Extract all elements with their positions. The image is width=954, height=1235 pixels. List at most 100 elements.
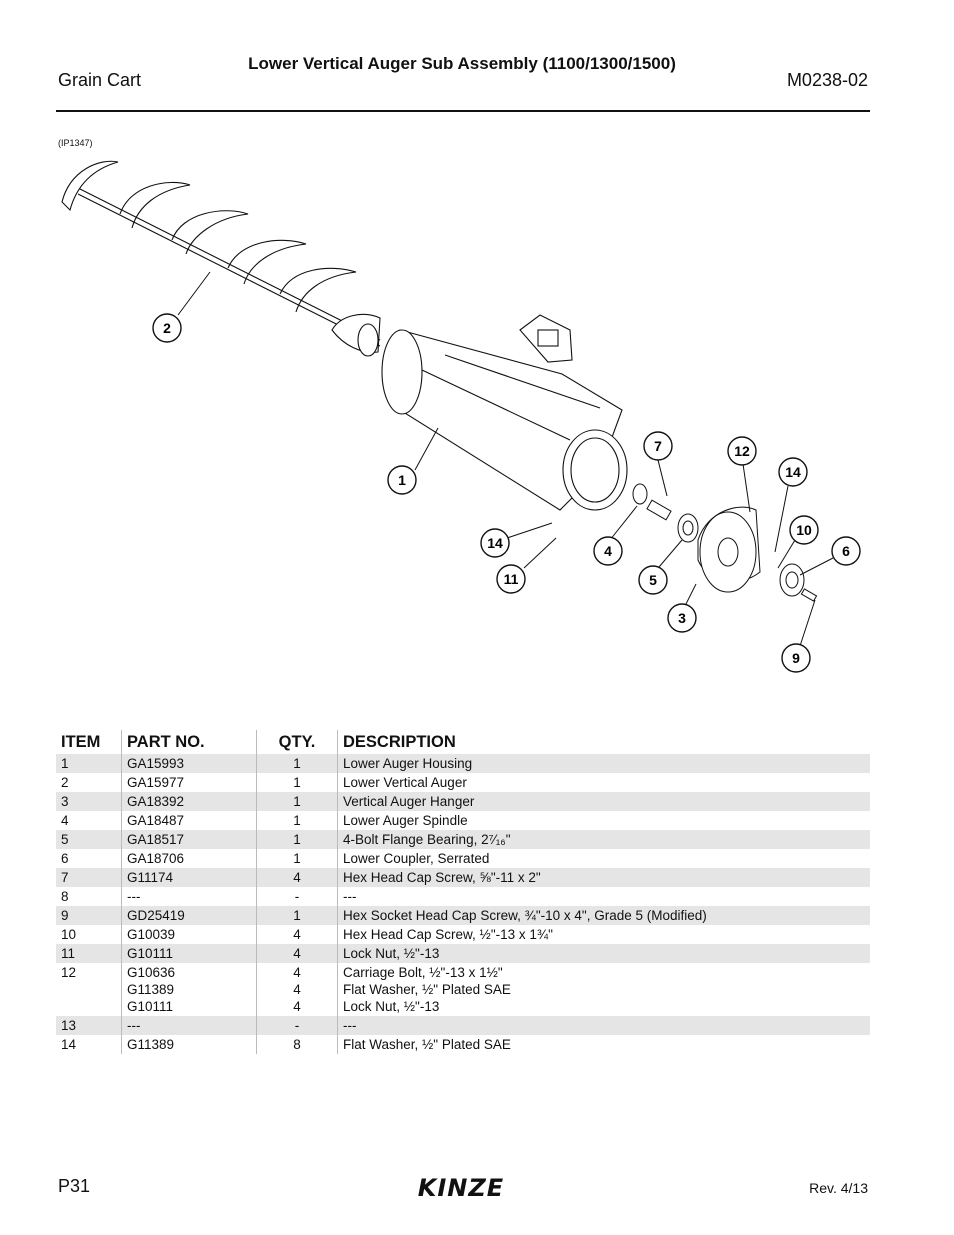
callout-14-right: 14 xyxy=(778,457,808,487)
part-number: G11389 xyxy=(121,1035,257,1054)
svg-text:5: 5 xyxy=(649,572,657,588)
item-number: 3 xyxy=(56,792,122,811)
table-row: 6 GA18706 1 Lower Coupler, Serrated xyxy=(56,849,870,868)
svg-text:4: 4 xyxy=(604,543,612,559)
svg-text:9: 9 xyxy=(792,650,800,666)
callout-5: 5 xyxy=(638,565,668,595)
drive-components xyxy=(632,483,818,602)
parts-table: ITEM PART NO. QTY. DESCRIPTION 1 GA15993… xyxy=(56,730,870,1054)
item-number: 9 xyxy=(56,906,122,925)
svg-text:7: 7 xyxy=(654,438,662,454)
description-group: Carriage Bolt, ½"-13 x 1½" Flat Washer, … xyxy=(337,963,870,1016)
item-number: 11 xyxy=(56,944,122,963)
description: --- xyxy=(337,1016,870,1035)
table-row: 7 G11174 4 Hex Head Cap Screw, ⅝"-11 x 2… xyxy=(56,868,870,887)
column-header-item: ITEM xyxy=(61,732,101,751)
part-number: G10636 xyxy=(127,965,176,980)
callout-3: 3 xyxy=(667,603,697,633)
part-number: G11174 xyxy=(121,868,257,887)
part-number: G10111 xyxy=(121,944,257,963)
table-row: 10 G10039 4 Hex Head Cap Screw, ½"-13 x … xyxy=(56,925,870,944)
callout-2: 2 xyxy=(152,313,182,343)
svg-text:6: 6 xyxy=(842,543,850,559)
column-header-part-no: PART NO. xyxy=(121,730,257,754)
svg-text:11: 11 xyxy=(504,571,519,587)
item-number: 12 xyxy=(61,965,77,980)
svg-text:14: 14 xyxy=(487,535,503,551)
item-number: 1 xyxy=(56,754,122,773)
part-number: G10111 xyxy=(127,999,174,1014)
leader-lines xyxy=(177,271,834,647)
quantity: 4 xyxy=(293,999,301,1014)
quantity: 1 xyxy=(256,811,338,830)
revision-date: Rev. 4/13 xyxy=(809,1180,868,1196)
part-number: GA18517 xyxy=(121,830,257,849)
page-title: Lower Vertical Auger Sub Assembly (1100/… xyxy=(248,54,676,73)
table-row: 3 GA18392 1 Vertical Auger Hanger xyxy=(56,792,870,811)
header-rule xyxy=(56,110,870,112)
part-number: G10039 xyxy=(121,925,257,944)
table-row: 9 GD25419 1 Hex Socket Head Cap Screw, ¾… xyxy=(56,906,870,925)
callout-1: 1 xyxy=(387,465,417,495)
svg-text:2: 2 xyxy=(163,320,171,336)
description: --- xyxy=(337,887,870,906)
description: Hex Head Cap Screw, ⅝"-11 x 2" xyxy=(337,868,870,887)
exploded-diagram: 2 1 7 12 14 10 6 14 4 11 5 3 9 xyxy=(61,160,861,673)
description: Lower Vertical Auger xyxy=(337,773,870,792)
quantity: 4 xyxy=(293,982,301,997)
description: 4-Bolt Flange Bearing, 2⁷⁄₁₆" xyxy=(337,830,870,849)
callout-4: 4 xyxy=(593,536,623,566)
part-number: GD25419 xyxy=(121,906,257,925)
callout-6: 6 xyxy=(831,536,861,566)
column-header-description: DESCRIPTION xyxy=(337,730,870,754)
callout-10: 10 xyxy=(789,515,819,545)
callout-7: 7 xyxy=(643,431,673,461)
description: Flat Washer, ½" Plated SAE xyxy=(343,982,511,997)
item-number: 4 xyxy=(61,813,69,828)
quantity: 1 xyxy=(256,792,338,811)
item-number: 14 xyxy=(61,1037,77,1052)
table-row: 11 G10111 4 Lock Nut, ½"-13 xyxy=(56,944,870,963)
item-number: 2 xyxy=(61,775,69,790)
quantity: 4 xyxy=(256,868,338,887)
part-number: GA15993 xyxy=(121,754,257,773)
quantity: 1 xyxy=(256,830,338,849)
part-number: --- xyxy=(121,1016,257,1035)
svg-text:12: 12 xyxy=(734,443,750,459)
table-row: 13 --- - --- xyxy=(56,1016,870,1035)
svg-text:3: 3 xyxy=(678,610,686,626)
svg-text:10: 10 xyxy=(796,522,812,538)
description: Lock Nut, ½"-13 xyxy=(337,944,870,963)
callout-11: 11 xyxy=(496,564,526,594)
table-row: 8 --- - --- xyxy=(56,887,870,906)
part-number: GA18487 xyxy=(121,811,257,830)
description: Flat Washer, ½" Plated SAE xyxy=(337,1035,870,1054)
auger-flighting xyxy=(61,160,381,357)
kinze-logo: KINZE xyxy=(400,1174,522,1204)
table-row: 12 G10636 G11389 G10111 4 4 4 Carriage B… xyxy=(56,963,870,1016)
quantity-group: 4 4 4 xyxy=(256,963,338,1016)
description: Lower Auger Housing xyxy=(337,754,870,773)
figure-reference: (IP1347) xyxy=(58,138,93,148)
quantity: 4 xyxy=(293,965,301,980)
quantity: - xyxy=(256,887,338,906)
description: Hex Head Cap Screw, ½"-13 x 1¾" xyxy=(337,925,870,944)
item-number: 10 xyxy=(61,927,77,942)
description: Hex Socket Head Cap Screw, ¾"-10 x 4", G… xyxy=(337,906,870,925)
part-number: G11389 xyxy=(127,982,175,997)
quantity: 4 xyxy=(256,944,338,963)
part-number: --- xyxy=(121,887,257,906)
item-number: 8 xyxy=(61,889,69,904)
callout-14-left: 14 xyxy=(480,528,510,558)
table-row: 1 GA15993 1 Lower Auger Housing xyxy=(56,754,870,773)
svg-text:14: 14 xyxy=(785,464,801,480)
quantity: 1 xyxy=(256,754,338,773)
quantity: 1 xyxy=(256,773,338,792)
quantity: 1 xyxy=(256,849,338,868)
quantity: 8 xyxy=(256,1035,338,1054)
description: Vertical Auger Hanger xyxy=(337,792,870,811)
logo-wordmark: KINZE xyxy=(417,1174,505,1202)
header-manual-number: M0238-02 xyxy=(786,70,868,90)
description: Lock Nut, ½"-13 xyxy=(343,999,440,1014)
part-number: GA15977 xyxy=(121,773,257,792)
